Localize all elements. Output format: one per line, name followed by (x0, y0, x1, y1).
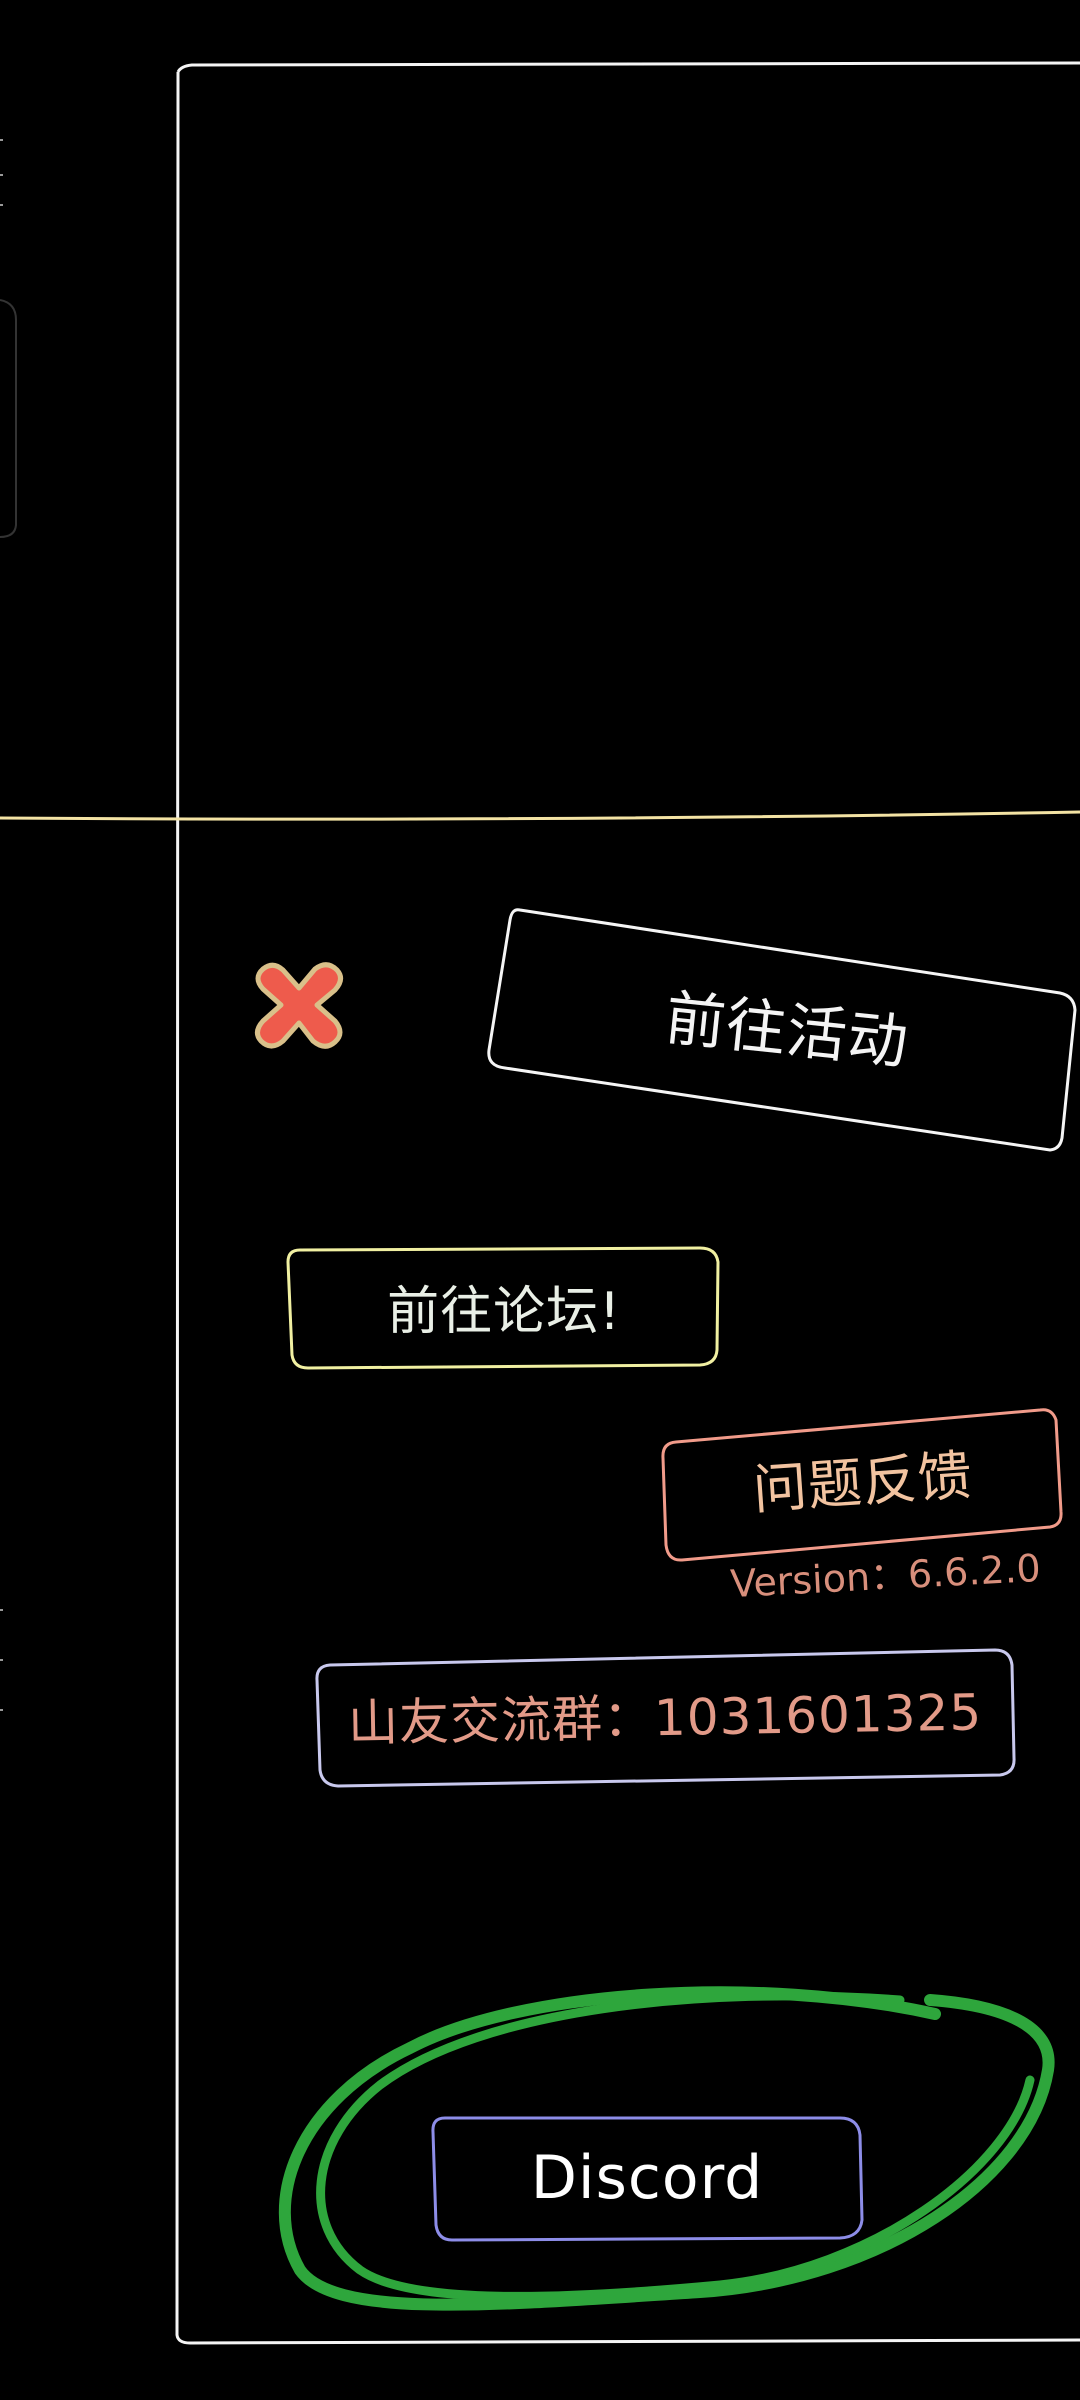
activity-button-label: 前往活动 (661, 982, 912, 1079)
close-x-icon (255, 962, 343, 1049)
discord-button-label: Discord (530, 2142, 764, 2213)
group-button[interactable]: 山友交流群：1031601325 (319, 1644, 1011, 1784)
feedback-button-label: 问题反馈 (750, 1443, 975, 1522)
group-button-label: 山友交流群：1031601325 (347, 1683, 983, 1753)
forum-button[interactable]: 前往论坛! (292, 1248, 716, 1364)
close-button[interactable] (245, 955, 353, 1053)
panel-divider (0, 810, 1080, 821)
version-text: Version：6.6.2.0 (729, 1545, 1042, 1607)
feedback-button[interactable]: 问题反馈 (661, 1401, 1064, 1553)
forum-button-label: 前往论坛! (387, 1281, 621, 1342)
panel-outline (175, 61, 1080, 2345)
left-edge-fragment (0, 299, 17, 538)
activity-button[interactable]: 前往活动 (518, 918, 1057, 1132)
discord-button[interactable]: Discord (432, 2115, 862, 2240)
left-edge-tick (0, 139, 3, 1711)
